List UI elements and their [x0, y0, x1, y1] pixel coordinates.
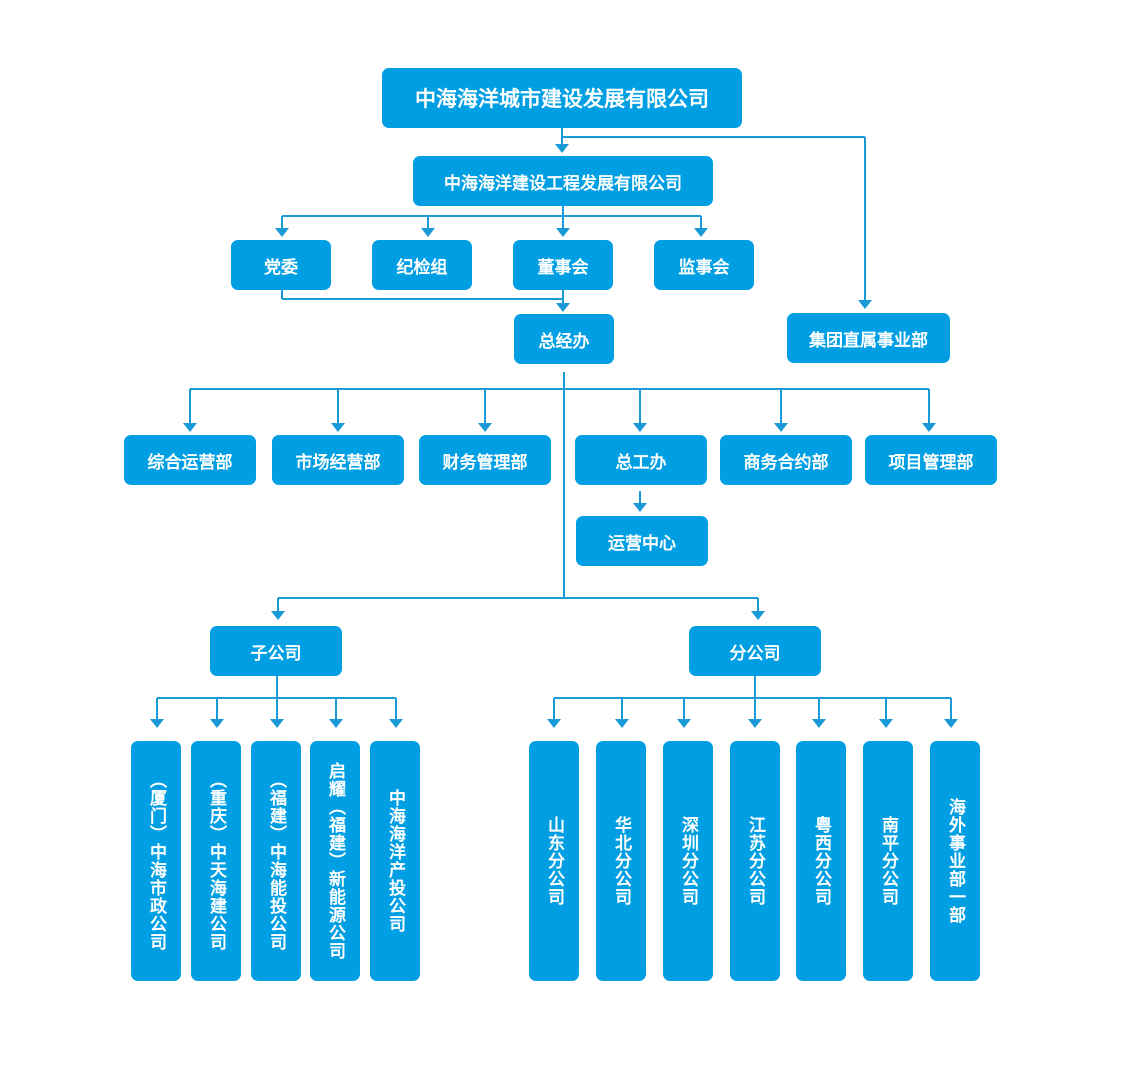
arrow-head-icon: [421, 228, 435, 237]
arrow-head-icon: [556, 303, 570, 312]
arrow-head-icon: [547, 719, 561, 728]
arrow-head-icon: [329, 719, 343, 728]
arrow-head-icon: [275, 228, 289, 237]
arrow-head-icon: [944, 719, 958, 728]
dept-operations-box[interactable]: 综合运营部: [124, 435, 256, 485]
gov-party-committee-box[interactable]: 党委: [231, 240, 331, 290]
subsidiary-item[interactable]: 启耀（福建）新能源公司: [310, 741, 360, 981]
branches-box[interactable]: 分公司: [689, 626, 821, 676]
ops-center-box[interactable]: 运营中心: [576, 516, 708, 566]
arrow-head-icon: [879, 719, 893, 728]
arrow-head-icon: [922, 423, 936, 432]
subsidiary-item[interactable]: （重庆）中天海建公司: [191, 741, 241, 981]
arrow-head-icon: [774, 423, 788, 432]
arrow-head-icon: [615, 719, 629, 728]
general-office-box[interactable]: 总经办: [514, 314, 614, 364]
arrow-head-icon: [751, 611, 765, 620]
arrow-head-icon: [858, 300, 872, 309]
branch-item[interactable]: 山东分公司: [529, 741, 579, 981]
arrow-head-icon: [812, 719, 826, 728]
arrow-head-icon: [150, 719, 164, 728]
gov-discipline-group-box[interactable]: 纪检组: [372, 240, 472, 290]
branch-item[interactable]: 深圳分公司: [663, 741, 713, 981]
branch-item[interactable]: 海外事业部一部: [930, 741, 980, 981]
arrow-head-icon: [633, 503, 647, 512]
dept-marketing-box[interactable]: 市场经营部: [272, 435, 404, 485]
branch-item[interactable]: 粤西分公司: [796, 741, 846, 981]
dept-finance-box[interactable]: 财务管理部: [419, 435, 551, 485]
branch-item[interactable]: 华北分公司: [596, 741, 646, 981]
subsidiary-item[interactable]: 中海海洋产投公司: [370, 741, 420, 981]
arrow-head-icon: [748, 719, 762, 728]
arrow-head-icon: [271, 611, 285, 620]
dept-contracts-box[interactable]: 商务合约部: [720, 435, 852, 485]
direct-business-dept-box[interactable]: 集团直属事业部: [787, 313, 950, 363]
arrow-head-icon: [694, 228, 708, 237]
arrow-head-icon: [556, 228, 570, 237]
arrow-head-icon: [677, 719, 691, 728]
subsidiary-item[interactable]: （厦门）中海市政公司: [131, 741, 181, 981]
dept-chief-engineer-box[interactable]: 总工办: [575, 435, 707, 485]
arrow-head-icon: [183, 423, 197, 432]
arrow-head-icon: [478, 423, 492, 432]
dept-projects-box[interactable]: 项目管理部: [865, 435, 997, 485]
arrow-head-icon: [633, 423, 647, 432]
arrow-head-icon: [555, 144, 569, 153]
arrow-head-icon: [331, 423, 345, 432]
subsidiary-item[interactable]: （福建）中海能投公司: [251, 741, 301, 981]
gov-supervisory-box[interactable]: 监事会: [654, 240, 754, 290]
gov-board-box[interactable]: 董事会: [513, 240, 613, 290]
branch-item[interactable]: 江苏分公司: [730, 741, 780, 981]
arrow-head-icon: [389, 719, 403, 728]
top-company-box[interactable]: 中海海洋城市建设发展有限公司: [382, 68, 742, 128]
level2-company-box[interactable]: 中海海洋建设工程发展有限公司: [413, 156, 713, 206]
subsidiaries-box[interactable]: 子公司: [210, 626, 342, 676]
arrow-head-icon: [270, 719, 284, 728]
arrow-head-icon: [210, 719, 224, 728]
branch-item[interactable]: 南平分公司: [863, 741, 913, 981]
